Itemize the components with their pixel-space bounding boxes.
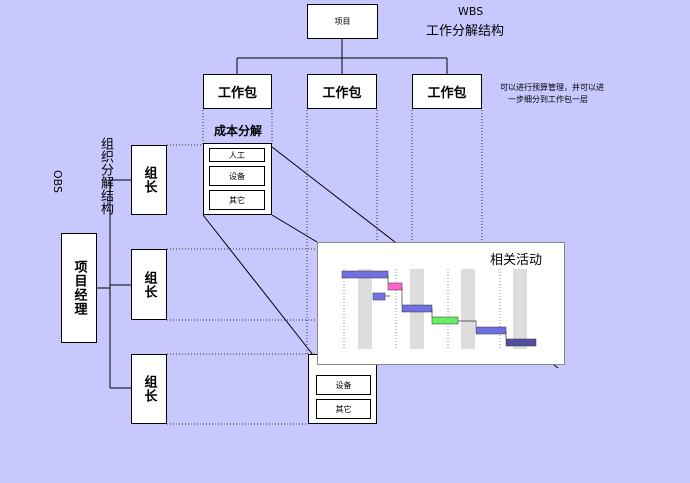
cost-item-other: 其它: [316, 399, 371, 419]
gantt-bar: [475, 326, 507, 335]
cost-item-label: 人工: [229, 150, 245, 160]
cost-item-other: 其它: [209, 190, 265, 210]
leader-box-1: 组长: [131, 145, 167, 215]
gantt-shade-column: [513, 269, 527, 349]
gantt-chart: [341, 269, 537, 349]
leader-box-2: 组长: [131, 249, 167, 320]
leader-label: 组长: [141, 166, 157, 194]
work-package-label: 工作包: [427, 86, 467, 101]
gantt-bar: [387, 282, 403, 291]
gantt-shade-column: [358, 269, 372, 349]
obs-title: 组织分解结构: [98, 137, 113, 215]
cost-item-label: 其它: [229, 195, 245, 205]
related-activities-title: 相关活动: [490, 253, 543, 268]
cost-item-equipment: 设备: [209, 166, 265, 186]
gantt-shade-column: [461, 269, 475, 349]
project-manager-label: 项目经理: [71, 260, 87, 316]
obs-label: OBS: [51, 170, 64, 193]
cost-item-label: 设备: [335, 380, 352, 390]
leader-label: 组长: [141, 270, 157, 299]
wbs-note-line2: 一步细分到工作包一层: [508, 95, 588, 104]
work-package-label: 工作包: [217, 86, 257, 101]
wbs-note-line1: 可以进行预算管理，并可以进: [500, 83, 604, 92]
cost-item-label: 设备: [229, 171, 245, 181]
gantt-bar: [431, 316, 459, 325]
wbs-root-label: 项目: [334, 17, 351, 26]
cost-breakdown-box-lower: 设备 其它: [308, 354, 377, 424]
gantt-bar: [505, 338, 537, 347]
cost-item-label: 其它: [335, 404, 352, 414]
gantt-bar: [401, 304, 433, 313]
work-package-2: 工作包: [307, 74, 377, 109]
cost-item-labor: 人工: [209, 148, 265, 162]
work-package-1: 工作包: [203, 74, 272, 109]
related-activities-panel: 相关活动: [317, 242, 565, 365]
gantt-bar: [341, 270, 389, 279]
leader-label: 组长: [141, 375, 157, 403]
cost-breakdown-box: 人工 设备 其它: [203, 143, 272, 215]
project-manager-box: 项目经理: [61, 233, 97, 343]
cost-item-equipment: 设备: [316, 375, 371, 395]
wbs-root-box: 项目: [307, 4, 378, 39]
work-package-label: 工作包: [322, 86, 362, 101]
leader-box-3: 组长: [131, 354, 167, 424]
cost-breakdown-title: 成本分解: [214, 124, 263, 138]
work-package-3: 工作包: [412, 74, 482, 109]
wbs-title: 工作分解结构: [426, 24, 505, 39]
gantt-bar: [372, 292, 386, 301]
wbs-label: WBS: [458, 5, 484, 18]
